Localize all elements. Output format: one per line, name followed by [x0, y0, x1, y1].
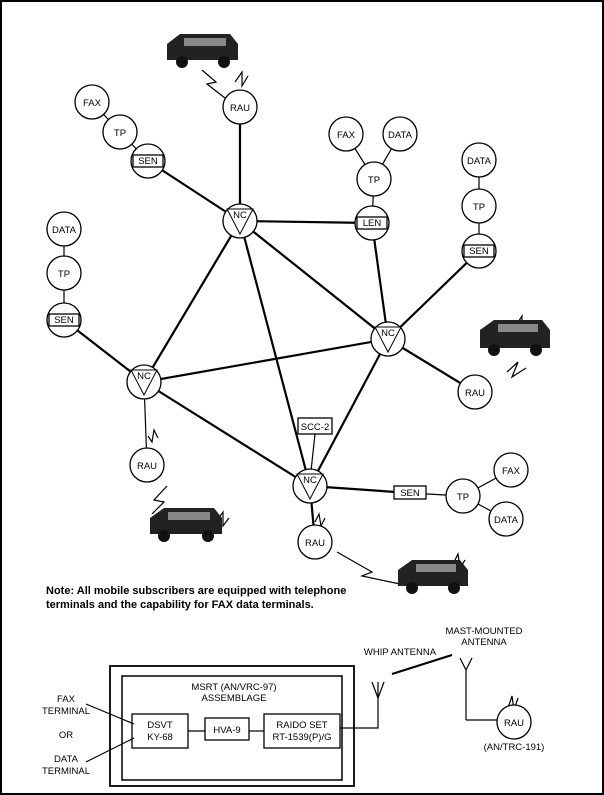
rau-node: RAU [129, 447, 165, 483]
sen-label: SEN [138, 156, 158, 167]
data-terminal-label-2: TERMINAL [42, 766, 90, 777]
msrt-assemblage: MSRT (AN/VRC-97) ASSEMBLAGE DSVT KY-68 H… [109, 665, 379, 787]
rau-designation-label: (AN/TRC-191) [484, 742, 545, 753]
fax-node: FAX [493, 452, 529, 488]
data-node: DATA [382, 116, 418, 152]
sen-node-right: SEN [461, 233, 497, 269]
sen-label: SEN [469, 246, 489, 257]
nc-label: NC [381, 328, 395, 339]
svg-text:TP: TP [473, 202, 485, 213]
whip-antenna-label: WHIP ANTENNA [364, 647, 437, 658]
svg-text:DATA: DATA [494, 515, 519, 526]
sen-label: SEN [400, 488, 420, 499]
nc-node-right: NC [370, 321, 406, 357]
tp-node: TP [356, 161, 392, 197]
humvee-top [167, 34, 238, 68]
humvee-bottom [398, 560, 468, 594]
svg-text:SCC-2: SCC-2 [301, 422, 330, 433]
scc2-box: SCC-2 [297, 417, 333, 435]
data-node: DATA [461, 142, 497, 178]
svg-text:FAX: FAX [83, 98, 102, 109]
msrt-title-2: ASSEMBLAGE [202, 693, 267, 704]
dsvt-label-2: KY-68 [147, 732, 173, 743]
svg-text:TP: TP [114, 128, 126, 139]
nc-node-left: NC [126, 364, 162, 400]
humvee-right [480, 320, 550, 356]
mast-antenna-label-1: MAST-MOUNTED [445, 626, 522, 637]
tp-node: TP [46, 255, 82, 291]
svg-text:DATA: DATA [388, 130, 413, 141]
rau-node: RAU [297, 524, 333, 560]
svg-text:RAU: RAU [137, 461, 157, 472]
len-label: LEN [363, 218, 382, 229]
tp-node: TP [445, 478, 481, 514]
svg-text:DATA: DATA [467, 156, 492, 167]
nc-label: NC [233, 210, 247, 221]
svg-text:TP: TP [58, 269, 70, 280]
rau-node: RAU [457, 374, 493, 410]
svg-text:RAU: RAU [465, 388, 485, 399]
nc-node-top: NC [222, 203, 258, 239]
svg-text:RAU: RAU [230, 103, 250, 114]
humvee-left [150, 508, 222, 542]
data-node: DATA [488, 501, 524, 537]
tp-node: TP [461, 188, 497, 224]
fax-terminal-label-2: TERMINAL [42, 706, 90, 717]
svg-text:FAX: FAX [337, 130, 356, 141]
data-node: DATA [46, 211, 82, 247]
note-line-1: Note: All mobile subscribers are equippe… [46, 585, 346, 597]
tp-node: TP [102, 114, 138, 150]
nc-label: NC [303, 475, 317, 486]
trunk-links [63, 107, 480, 543]
svg-text:RAU: RAU [504, 718, 524, 729]
svg-text:RAU: RAU [305, 538, 325, 549]
nc-node-bottom: NC [292, 468, 328, 504]
rau-node: RAU [222, 89, 258, 125]
svg-text:TP: TP [457, 492, 469, 503]
fax-terminal-label-1: FAX [57, 694, 76, 705]
sen-node-left: SEN [46, 302, 82, 338]
dsvt-label-1: DSVT [147, 720, 173, 731]
whip-antenna [371, 681, 385, 700]
rau-node-mast: RAU [496, 704, 532, 740]
fax-node: FAX [74, 84, 110, 120]
mast-antenna-label-2: ANTENNA [461, 637, 507, 648]
radio-label-1: RAIDO SET [276, 720, 327, 731]
sen-node-top-left: SEN [130, 143, 166, 179]
svg-text:FAX: FAX [502, 466, 521, 477]
svg-text:TP: TP [368, 175, 380, 186]
fax-node: FAX [328, 116, 364, 152]
data-terminal-label-1: DATA [54, 754, 79, 765]
or-label: OR [59, 730, 73, 741]
note-line-2: terminals and the capability for FAX dat… [46, 599, 314, 611]
msrt-title-1: MSRT (AN/VRC-97) [191, 682, 276, 693]
svg-text:DATA: DATA [52, 225, 77, 236]
radio-label-2: RT-1539(P)/G [273, 732, 332, 743]
len-node: LEN [354, 205, 390, 241]
mast-antenna [459, 657, 519, 721]
nc-label: NC [137, 371, 151, 382]
sen-node-bottom: SEN [393, 485, 427, 500]
sen-label: SEN [54, 315, 74, 326]
hva-label: HVA-9 [213, 725, 240, 736]
